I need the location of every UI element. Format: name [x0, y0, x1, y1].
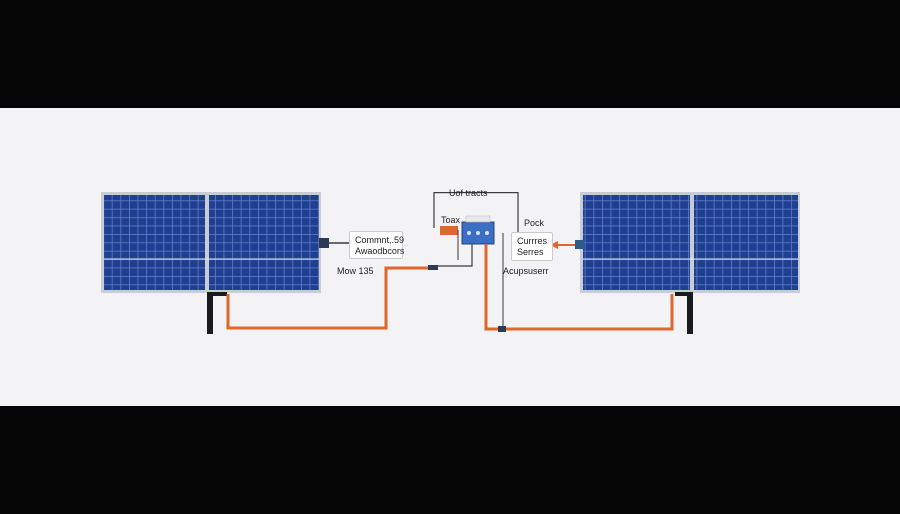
connector-icon: [428, 265, 438, 270]
arrow-left-icon: [550, 241, 558, 249]
controller-cap: [465, 215, 491, 223]
left-stand: [207, 292, 213, 334]
right-solar-array: [550, 192, 800, 334]
connector-icon: [575, 240, 584, 249]
right-cable: [484, 244, 674, 331]
solar-wiring-diagram: [101, 192, 800, 334]
center-controller: [428, 192, 519, 330]
right-stand: [687, 292, 693, 334]
left-info-box: Commnt,.59 Awaodbcors: [349, 231, 405, 259]
diagram-canvas: Uof tracts Commnt,.59 Awaodbcors Mow 135…: [0, 108, 900, 406]
label-center-small: Toax: [441, 215, 461, 225]
solar-panel-icon: [694, 195, 798, 290]
letterbox-top: [0, 0, 900, 108]
solar-panel-icon: [104, 195, 205, 290]
label-right-top: Pock: [524, 218, 545, 228]
cables: [226, 244, 674, 332]
solar-panel-icon: [583, 195, 690, 290]
top-wire: [434, 192, 518, 194]
solar-panel-icon: [209, 195, 319, 290]
left-cable: [226, 266, 428, 330]
left-solar-array: [101, 192, 350, 334]
connector-icon: [440, 226, 458, 235]
right-info-line-1: Currres: [517, 236, 548, 246]
label-right-below: Acupsuserr: [503, 266, 549, 276]
wire: [428, 244, 473, 267]
right-info-line-2: Serres: [517, 247, 544, 257]
left-info-line-2: Awaodbcors: [355, 246, 405, 256]
left-info-line-1: Commnt,.59: [355, 235, 405, 245]
connector-icon: [498, 326, 506, 332]
label-top-center: Uof tracts: [449, 188, 488, 198]
connector-icon: [319, 238, 329, 248]
right-stand-bracket: [675, 292, 693, 296]
right-info-box: Currres Serres: [511, 232, 553, 261]
letterbox-bottom: [0, 406, 900, 514]
left-stand-bracket: [207, 292, 227, 296]
label-left-below: Mow 135: [337, 266, 374, 276]
